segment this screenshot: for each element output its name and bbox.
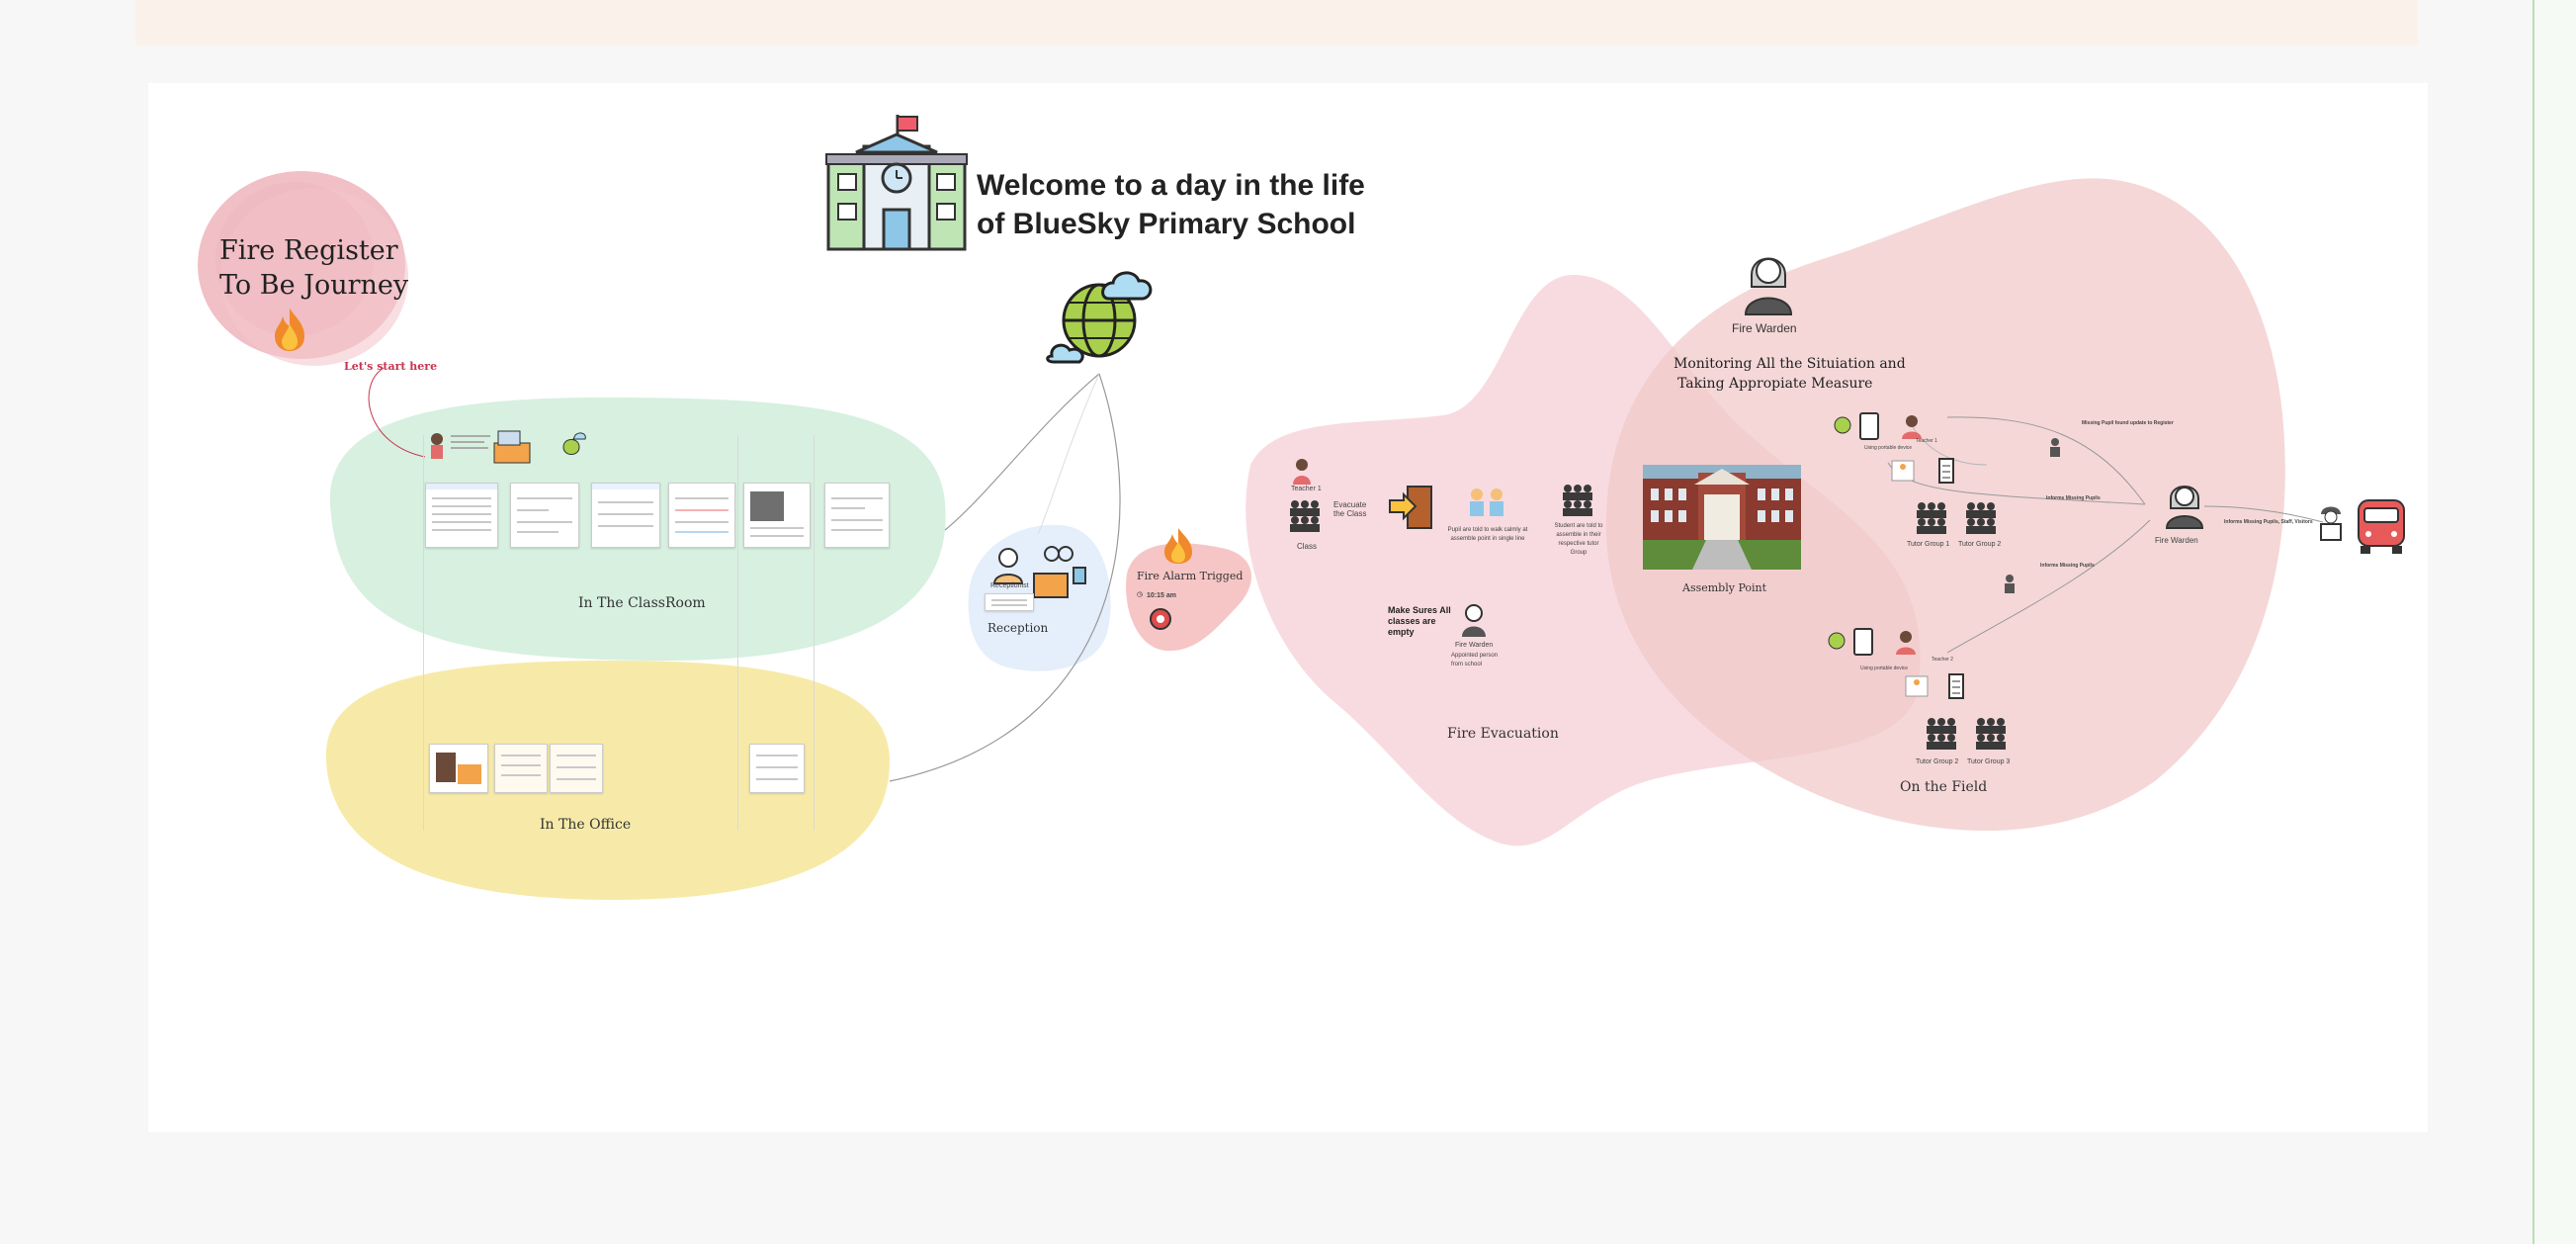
student-note: Student are told to assemble in their re… (1554, 523, 1603, 556)
screen-card[interactable] (985, 593, 1034, 611)
portable1-label: Using portable device (1864, 445, 1913, 451)
fire-warden-note: Appointed person from school (1451, 653, 1499, 667)
screen-card[interactable] (429, 744, 488, 793)
office-label: In The Office (540, 817, 632, 833)
screen-card[interactable] (824, 483, 890, 548)
right-side-panel[interactable] (2533, 0, 2576, 1244)
pupil-note: Pupil are told to walk calmly at assembl… (1447, 527, 1528, 542)
receptionist-label: Receptionist (990, 582, 1029, 589)
fire-truck-icon (2358, 499, 2405, 554)
person-icon (2050, 438, 2060, 457)
make-sure-label: Make Sures All classes are empty (1388, 605, 1451, 637)
checklist-icon (1905, 673, 1964, 699)
class-label: Class (1297, 542, 1318, 551)
fire-warden-label: Fire Warden (1455, 642, 1494, 649)
top-banner (135, 0, 2418, 45)
tutor2-label: Tutor Group 2 (1958, 541, 2002, 548)
screen-card[interactable] (749, 744, 805, 793)
teacher-device-cluster (1834, 412, 1922, 440)
guide-line (737, 435, 738, 831)
group-icon (1563, 485, 1592, 516)
guide-line (423, 435, 424, 831)
teacher-desk-icon (431, 430, 586, 464)
clock-icon: ◷ (1137, 591, 1144, 598)
guide-line (814, 435, 815, 831)
fire-warden-icon (2165, 486, 2204, 529)
group-icon (1927, 718, 2006, 750)
teacher1-label: Teacher 1 (1916, 438, 1937, 444)
screen-card[interactable] (591, 483, 660, 548)
monitoring-text: Monitoring All the Situiation and Taking… (1674, 356, 1906, 392)
group-icon (1917, 502, 1996, 534)
pupils-icon (1470, 489, 1503, 516)
receptionist-desk-icon (992, 546, 1086, 598)
intro-blob (198, 171, 408, 366)
screen-card[interactable] (668, 483, 735, 548)
fire-alarm-time: 10:15 am (1147, 592, 1176, 599)
page-title: Welcome to a day in the life of BlueSky … (977, 169, 1365, 240)
screen-card[interactable] (494, 744, 548, 793)
fire-warden-icon (1462, 604, 1486, 637)
screen-card[interactable] (550, 744, 603, 793)
tutor1-label: Tutor Group 1 (1907, 541, 1950, 548)
office-blob (325, 661, 891, 900)
alarm-button-icon[interactable] (1149, 607, 1172, 631)
school-building-icon (825, 115, 968, 251)
fire-icon (275, 309, 304, 351)
on-the-field-label: On the Field (1900, 779, 1988, 795)
screen-card[interactable] (425, 483, 498, 548)
tutor3-label: Tutor Group 3 (1967, 758, 2011, 765)
intro-title: Fire Register To Be Journey (219, 235, 409, 301)
inform-missing-label: Informs Missing Pupils (2046, 495, 2101, 501)
fire-evacuation-label: Fire Evacuation (1447, 726, 1559, 742)
fire-warden-right-label: Fire Warden (2155, 536, 2198, 545)
screen-card[interactable] (510, 483, 579, 548)
group-icon (1290, 500, 1320, 532)
field-blob (1605, 178, 2285, 831)
evacuate-label: Evacuate the Class (1333, 500, 1367, 518)
teacher2-label: Teacher 2 (1932, 657, 1953, 663)
classroom-header-cards (425, 427, 603, 472)
globe-icon (1046, 271, 1153, 364)
teacher-label: Teacher 1 (1291, 486, 1322, 492)
firefighter-icon (2320, 506, 2342, 541)
teacher-icon (1293, 459, 1311, 485)
fire-warden-icon (1744, 257, 1793, 315)
inform-services-label: Informs Missing Pupils, Staff, Visitors (2224, 519, 2313, 525)
fire-alarm-label: Fire Alarm Trigged (1137, 570, 1244, 582)
fire-warden-top-label: Fire Warden (1732, 321, 1797, 335)
assembly-point-photo (1643, 465, 1801, 570)
assembly-point-label: Assembly Point (1682, 581, 1767, 594)
start-here-link[interactable]: Let's start here (344, 360, 438, 373)
exit-door-icon (1389, 486, 1432, 529)
tutor2b-label: Tutor Group 2 (1916, 758, 1959, 765)
classroom-label: In The ClassRoom (578, 595, 706, 611)
portable2-label: Using portable device (1860, 666, 1909, 671)
screen-card[interactable] (743, 483, 811, 548)
reception-label: Reception (987, 621, 1049, 635)
missing-update-label: Missing Pupil found update to Register (2082, 420, 2174, 426)
checklist-icon (1891, 458, 1954, 484)
inform-missing-label: Informs Missing Pupils (2040, 563, 2095, 569)
fire-icon (1164, 528, 1192, 564)
teacher-device-cluster (1828, 628, 1916, 656)
person-icon (2005, 575, 2015, 593)
